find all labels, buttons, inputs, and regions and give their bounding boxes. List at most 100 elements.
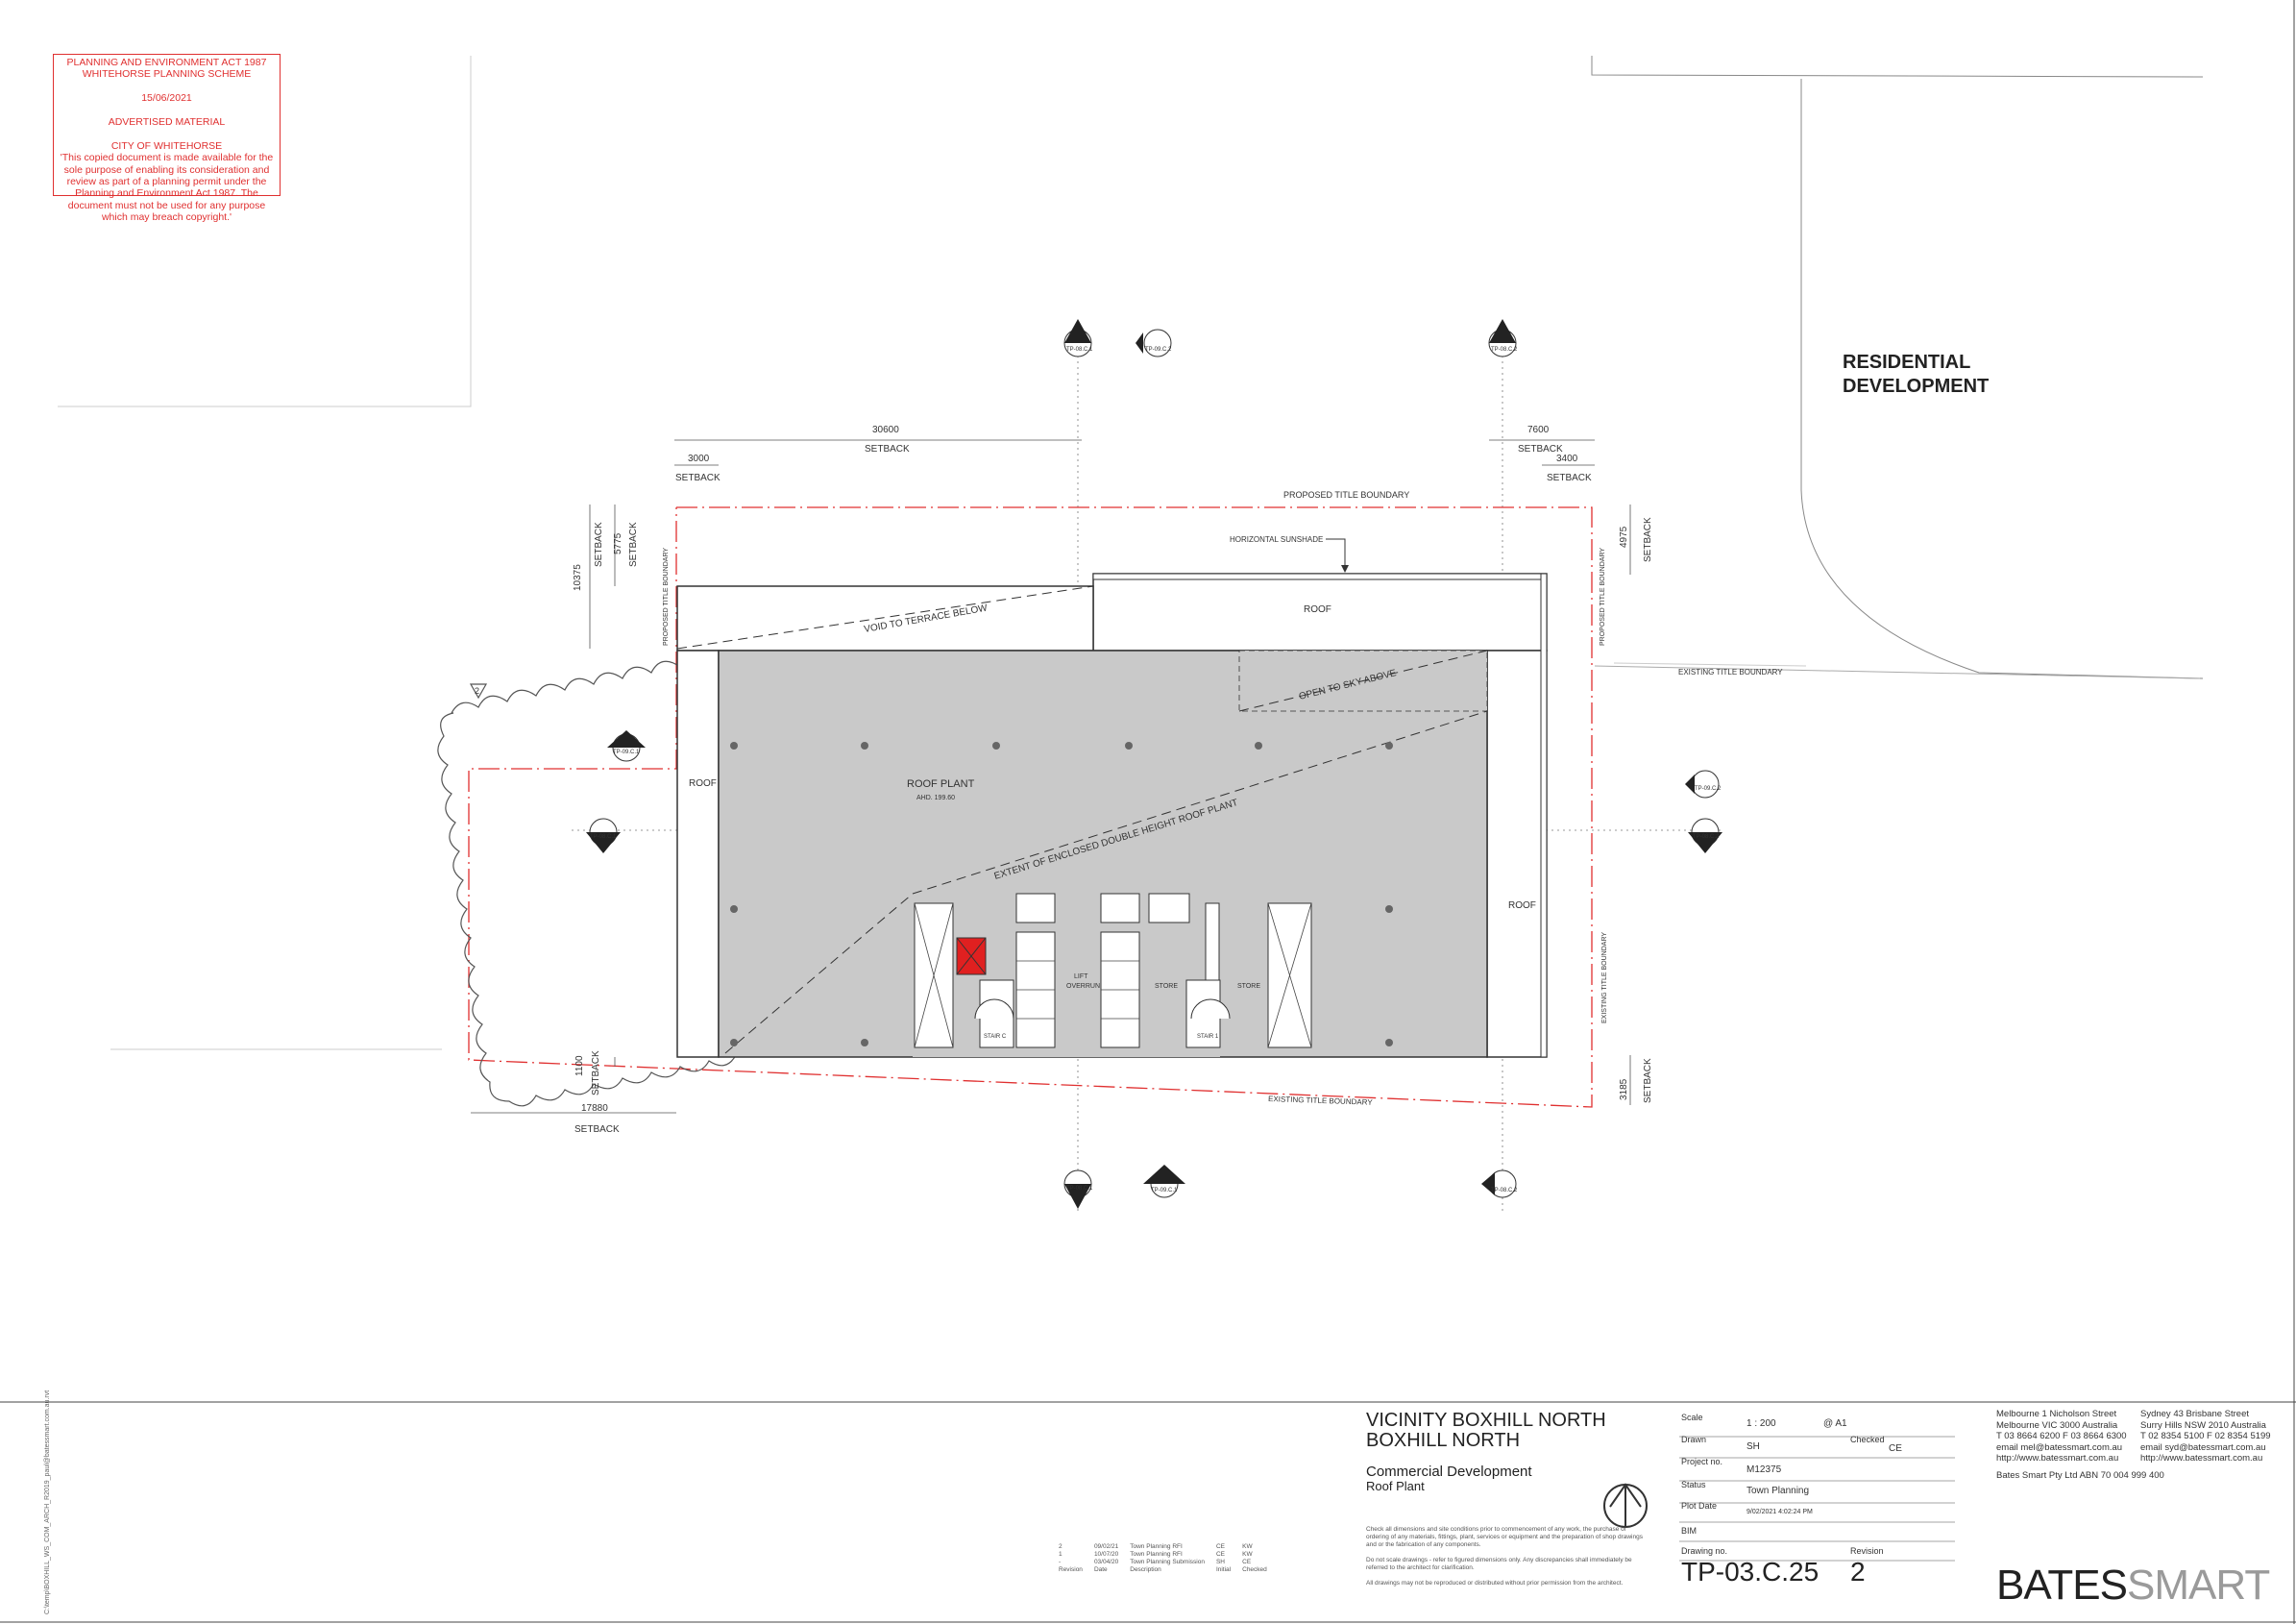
logo-light: SMART [2127, 1562, 2270, 1609]
marker-top-3: TP-08.C.2 [1488, 319, 1518, 357]
columns [730, 742, 1393, 1046]
drawing-title-line-2: Roof Plant [1366, 1479, 1425, 1493]
marker-top-1: TP-08.C.1 [1063, 319, 1093, 357]
sunshade-leader [1326, 538, 1346, 569]
revision-cell: - [1059, 1559, 1062, 1565]
store-label-2: STORE [1237, 983, 1260, 990]
revision-cell: 10/07/20 [1093, 1551, 1119, 1558]
revision-cell: 09/02/21 [1093, 1543, 1119, 1550]
roof-label-left: ROOF [689, 778, 717, 789]
plot-date-value: 9/02/2021 4:02:24 PM [1746, 1509, 1813, 1515]
svg-text:TP-08.C.2: TP-08.C.2 [1693, 834, 1720, 840]
stamp-text: PLANNING AND ENVIRONMENT ACT 1987 WHITEH… [60, 57, 274, 224]
revision-cell: Description [1130, 1566, 1161, 1573]
dim-1100: 1100 [574, 1055, 585, 1076]
scale-value: 1 : 200 [1746, 1418, 1776, 1429]
revision-cell: KW [1242, 1543, 1253, 1550]
section-markers: TP-08.C.1 TP-09.C.2 TP-08.C.2 TP-08.C.1 … [586, 319, 1722, 1209]
svg-text:TP-09.C.1: TP-09.C.1 [613, 750, 640, 755]
svg-text:TP-09.C.2: TP-09.C.2 [1145, 347, 1172, 353]
proposed-title-boundary [468, 506, 1593, 1108]
proposed-boundary-left-label: PROPOSED TITLE BOUNDARY [663, 548, 670, 646]
dim-4975: 4975 [1619, 526, 1629, 548]
ahd-level: AHD. 199.60 [916, 795, 955, 801]
proposed-title-boundary-label: PROPOSED TITLE BOUNDARY [1283, 490, 1409, 500]
store-label-1: STORE [1155, 983, 1178, 990]
plot-date-label: Plot Date [1681, 1501, 1718, 1511]
drawing-title: Commercial Development Roof Plant [1366, 1464, 1532, 1493]
revision-cell: Initial [1215, 1566, 1232, 1573]
status-value: Town Planning [1746, 1486, 1810, 1496]
north-arrow-icon [1603, 1483, 1648, 1528]
setback-17880: SETBACK [574, 1124, 620, 1135]
revision-cell: CE [1215, 1551, 1225, 1558]
revision-cell: CE [1242, 1559, 1252, 1565]
dimension-text: 30600 SETBACK 3000 SETBACK 7600 SETBACK … [573, 425, 1653, 1135]
project-title-line-1: VICINITY BOXHILL NORTH [1366, 1410, 1606, 1431]
roof-label-right: ROOF [1508, 900, 1536, 911]
setback-10375: SETBACK [594, 522, 604, 567]
svg-text:TP-09.C.2: TP-09.C.2 [1695, 786, 1722, 792]
dim-30600: 30600 [872, 425, 899, 435]
dim-3185: 3185 [1619, 1078, 1629, 1100]
general-notes: Check all dimensions and site conditions… [1366, 1526, 1643, 1587]
drawing-no-value: TP-03.C.25 [1681, 1557, 1820, 1587]
existing-title-boundary-bottom: EXISTING TITLE BOUNDARY [1268, 1095, 1374, 1107]
proposed-boundary-right-label: PROPOSED TITLE BOUNDARY [1600, 548, 1606, 646]
marker-right-1: TP-09.C.2 [1685, 770, 1722, 799]
revision-cell: Revision [1059, 1566, 1083, 1573]
dim-17880: 17880 [581, 1103, 608, 1114]
marker-right-2: TP-08.C.2 [1688, 818, 1722, 853]
sydney-office: Sydney 43 Brisbane Street Surry Hills NS… [2140, 1409, 2271, 1464]
svg-text:TP-08.C.1: TP-08.C.1 [1066, 1186, 1093, 1192]
setback-3400: SETBACK [1547, 473, 1592, 483]
residential-boundary [1591, 56, 2204, 679]
dim-7600: 7600 [1527, 425, 1550, 435]
status-label: Status [1681, 1480, 1706, 1489]
existing-boundary-right-label: EXISTING TITLE BOUNDARY [1601, 932, 1608, 1023]
checked-value: CE [1889, 1443, 1902, 1454]
setback-1100: SETBACK [591, 1050, 601, 1095]
project-no-value: M12375 [1746, 1464, 1782, 1475]
lift-overrun-2: OVERRUN [1066, 983, 1100, 990]
horizontal-sunshade-label: HORIZONTAL SUNSHADE [1230, 535, 1323, 544]
roof-label-top: ROOF [1304, 604, 1331, 615]
dimension-lines [471, 439, 1631, 1114]
dim-3400: 3400 [1556, 454, 1578, 464]
revision-cell: 03/04/20 [1093, 1559, 1119, 1565]
setback-3000: SETBACK [675, 473, 721, 483]
file-path: C:\temp\BOXHILL_WS_COM_ARCH_R2019_paul@b… [44, 1390, 51, 1614]
dim-10375: 10375 [573, 564, 583, 591]
drawn-label: Drawn [1681, 1435, 1707, 1444]
scale-sheet: @ A1 [1823, 1418, 1847, 1429]
drawn-value: SH [1746, 1441, 1760, 1452]
drawing-title-line-1: Commercial Development [1366, 1464, 1532, 1480]
marker-bottom-2: TP-09.C.1 [1143, 1165, 1185, 1198]
dashed-guides [676, 585, 1488, 1054]
marker-top-2: TP-09.C.2 [1136, 329, 1172, 357]
setback-4975: SETBACK [1643, 517, 1653, 562]
setback-3185: SETBACK [1643, 1058, 1653, 1103]
svg-text:TP-09.C.1: TP-09.C.1 [1151, 1188, 1178, 1193]
setback-5775: SETBACK [628, 522, 639, 567]
batessmart-logo: BATESSMART [1996, 1562, 2270, 1609]
stair-1-label: STAIR 1 [1197, 1034, 1219, 1040]
background-property-lines [58, 56, 1807, 1050]
revision-cell: 1 [1059, 1551, 1063, 1558]
svg-text:TP-08.C.1: TP-08.C.1 [1066, 347, 1093, 353]
setback-30600: SETBACK [865, 444, 910, 455]
existing-title-boundary-right: EXISTING TITLE BOUNDARY [1678, 668, 1783, 677]
marker-left-1: TP-09.C.1 [607, 730, 646, 762]
revision-triangle-number: 2 [475, 686, 479, 696]
residential-label-2: DEVELOPMENT [1843, 376, 1989, 397]
dim-5775: 5775 [613, 532, 623, 554]
drawing-no-label: Drawing no. [1681, 1546, 1728, 1556]
revision-cell: SH [1215, 1559, 1225, 1565]
scale-label: Scale [1681, 1413, 1703, 1422]
revision-value: 2 [1850, 1557, 1866, 1587]
